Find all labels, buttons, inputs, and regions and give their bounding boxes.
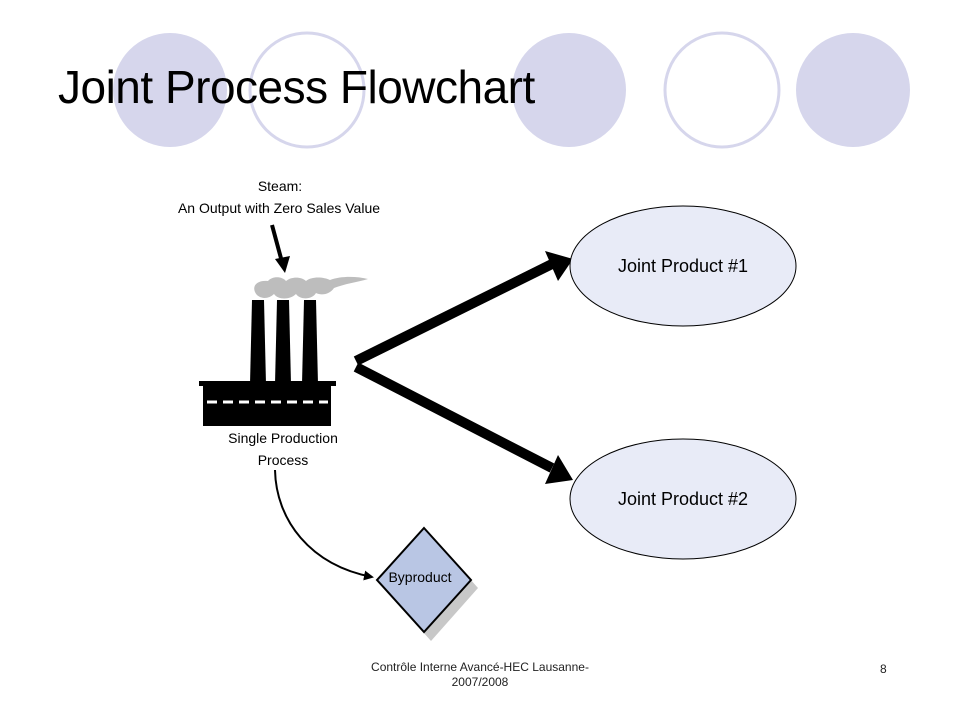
byproduct-label: Byproduct bbox=[388, 569, 451, 585]
joint-product-2-label: Joint Product #2 bbox=[618, 489, 748, 509]
process-label-line2: Process bbox=[258, 452, 309, 468]
decor-circle-outline-2 bbox=[663, 31, 781, 149]
joint-product-1-label: Joint Product #1 bbox=[618, 256, 748, 276]
joint-product-1-node bbox=[569, 205, 797, 327]
factory-icon bbox=[199, 276, 368, 426]
decor-circle-filled-1 bbox=[113, 33, 227, 147]
byproduct-node bbox=[375, 526, 478, 641]
steam-label-line2: An Output with Zero Sales Value bbox=[178, 200, 380, 216]
arrow-to-joint-product-2 bbox=[353, 362, 573, 484]
arrow-to-joint-product-1 bbox=[353, 251, 573, 366]
decor-circle-outline-1 bbox=[248, 31, 366, 149]
joint-product-2-node bbox=[569, 438, 797, 560]
steam-label-line1: Steam: bbox=[258, 178, 302, 194]
footer-line-2: 2007/2008 bbox=[451, 675, 509, 689]
slide-title: Joint Process Flowchart bbox=[58, 61, 535, 113]
footer: Contrôle Interne Avancé-HEC Lausanne- 20… bbox=[340, 660, 620, 690]
decor-circle-filled-2 bbox=[512, 33, 626, 147]
page-number: 8 bbox=[880, 662, 887, 676]
process-label-line1: Single Production bbox=[228, 430, 338, 446]
footer-line-1: Contrôle Interne Avancé-HEC Lausanne- bbox=[371, 660, 589, 674]
decor-circle-filled-3 bbox=[796, 33, 910, 147]
smoke-icon bbox=[254, 276, 368, 299]
arrow-to-byproduct bbox=[274, 469, 374, 581]
steam-arrow bbox=[270, 224, 290, 273]
